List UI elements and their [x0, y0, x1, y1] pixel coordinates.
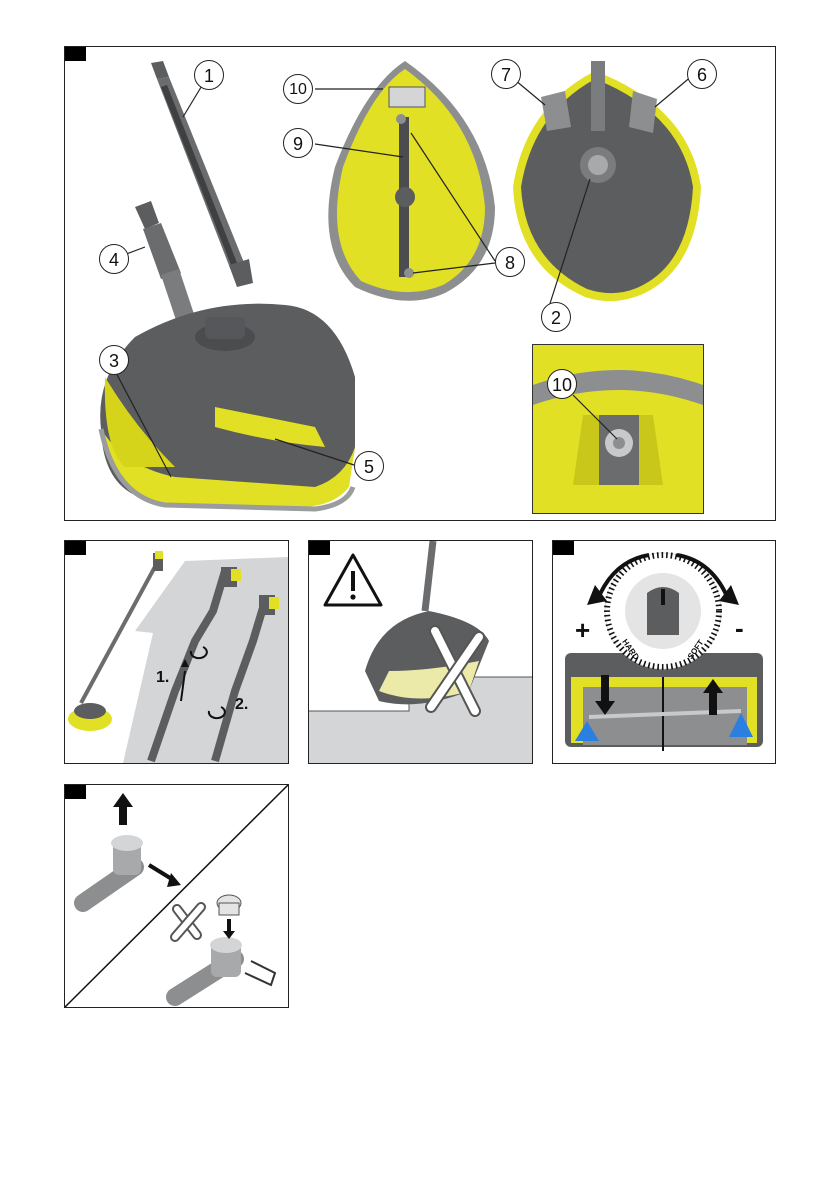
arrow-icon	[709, 691, 717, 715]
callout-4: 4	[99, 244, 129, 274]
top-view	[513, 61, 701, 301]
callout-1: 1	[194, 60, 224, 90]
callout-2: 2	[541, 302, 571, 332]
callout-6: 6	[687, 59, 717, 89]
callout-9: 9	[283, 128, 313, 158]
step-2-label: 2.	[235, 696, 248, 714]
arrow-icon	[601, 675, 609, 703]
figure-4-drawing	[553, 541, 775, 763]
arrow-icon	[119, 805, 127, 825]
figure-3-drawing	[309, 541, 532, 763]
callout-5: 5	[354, 451, 384, 481]
callout-3: 3	[99, 345, 129, 375]
minus-label: -	[735, 613, 744, 644]
arrow-icon	[227, 919, 231, 933]
figure-1-overview: 10 1 2 3 4 5 6 7 8 9 10	[64, 46, 776, 521]
figure-2-assembly: 1. 2.	[64, 540, 289, 764]
plus-label: +	[575, 615, 590, 646]
callout-7: 7	[491, 59, 521, 89]
figure-3-warning	[308, 540, 533, 764]
warning-icon	[325, 555, 381, 605]
cross-icon	[175, 907, 201, 937]
figure-5-drawing	[65, 785, 288, 1007]
figure-2-drawing	[65, 541, 288, 763]
callout-10-inset: 10	[547, 369, 577, 399]
callout-8: 8	[495, 247, 525, 277]
figure-5-nozzle	[64, 784, 289, 1008]
inset-detail: 10	[532, 344, 704, 514]
callout-10: 10	[283, 74, 313, 104]
step-1-label: 1.	[156, 669, 169, 687]
surface-cleaner-body	[100, 304, 355, 509]
figure-4-dial: + - HARD SOFT	[552, 540, 776, 764]
underside-view	[328, 61, 495, 301]
